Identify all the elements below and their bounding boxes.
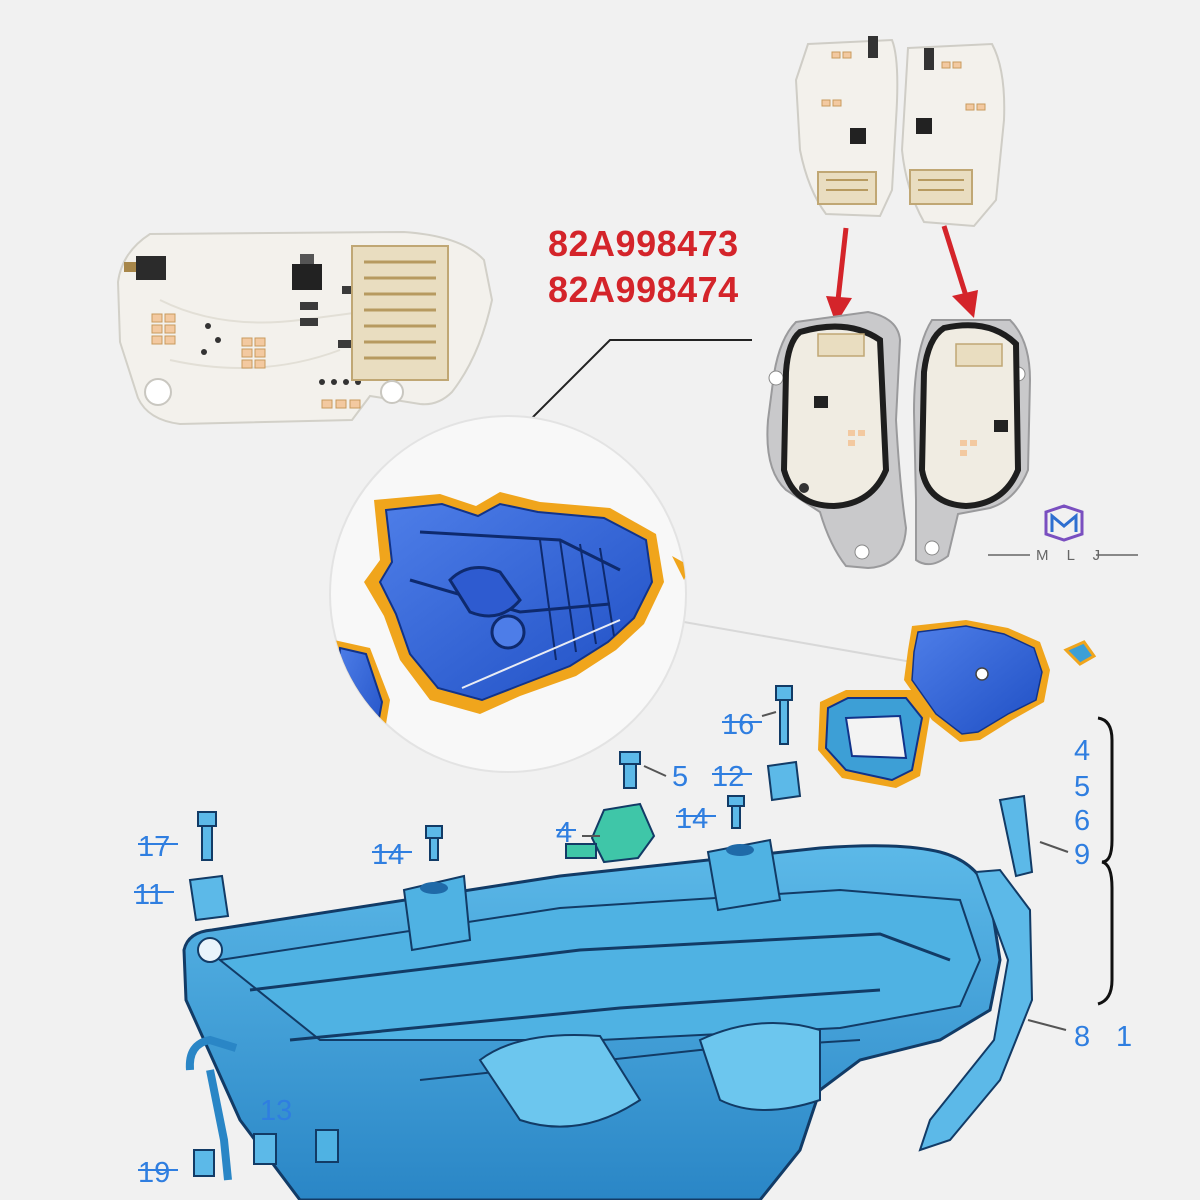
- callout-9: 9: [1074, 839, 1090, 871]
- led-module-left-photo: [766, 310, 908, 570]
- callout-4-right: 4: [1074, 735, 1090, 767]
- callout-14-top: 14: [676, 803, 708, 835]
- callout-14-left: 14: [372, 839, 404, 871]
- part-number-1: 82A998473: [548, 223, 739, 264]
- callout-1: 1: [1116, 1021, 1132, 1053]
- part-number-2: 82A998474: [548, 269, 739, 310]
- zoom-detail-circle: [329, 415, 687, 773]
- callout-5-top: 5: [672, 761, 688, 793]
- callout-17: 17: [138, 831, 170, 863]
- callout-6: 6: [1074, 805, 1090, 837]
- group-bracket: [1097, 716, 1114, 1006]
- callout-16: 16: [722, 709, 754, 741]
- red-arrows: [826, 225, 978, 324]
- callout-12: 12: [712, 761, 744, 793]
- brand-logo: M L J: [988, 504, 1138, 564]
- led-module-part: [818, 620, 1097, 788]
- callout-13: 13: [260, 1095, 292, 1127]
- headlight-assembly: [182, 838, 1034, 1200]
- callout-11: 11: [134, 879, 164, 911]
- callout-strikes: [134, 721, 762, 1171]
- callout-8: 8: [1074, 1021, 1090, 1053]
- callout-leaders: [582, 711, 1069, 1031]
- small-parts: [185, 685, 1034, 1181]
- callout-4-left: 4: [556, 817, 572, 849]
- led-board-pair-photo: [794, 36, 1006, 228]
- led-module-right-photo: [912, 319, 1032, 566]
- callout-5-right: 5: [1074, 771, 1090, 803]
- brand-name: M L J: [1036, 547, 1107, 564]
- callout-19: 19: [138, 1157, 170, 1189]
- callout-labels: 16 5 12 14 4 17 14 11 4 5 6 9 8 1 13 19: [134, 709, 1132, 1189]
- led-board-large-photo: [116, 230, 494, 426]
